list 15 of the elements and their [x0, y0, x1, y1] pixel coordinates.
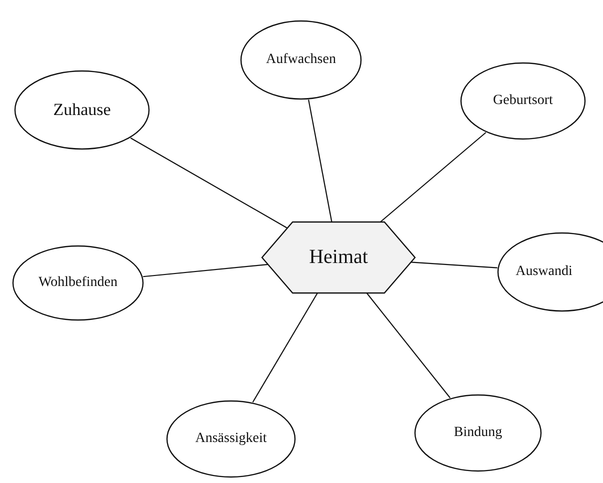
- node-label: Ansässigkeit: [195, 431, 267, 447]
- connector-line: [130, 137, 288, 229]
- node-label: Geburtsort: [493, 93, 553, 109]
- node-label: Auswandi: [516, 264, 572, 280]
- connector-line: [143, 264, 268, 278]
- connector-line: [380, 132, 486, 222]
- node-label: Heimat: [309, 246, 368, 269]
- node-label: Aufwachsen: [266, 52, 336, 68]
- node-label: Zuhause: [53, 100, 111, 120]
- connector-line: [252, 292, 318, 403]
- connector-line: [308, 100, 332, 222]
- node-label: Wohlbefinden: [38, 275, 118, 291]
- node-label: Bindung: [454, 425, 502, 441]
- connector-line: [366, 292, 451, 398]
- connector-line: [410, 262, 498, 268]
